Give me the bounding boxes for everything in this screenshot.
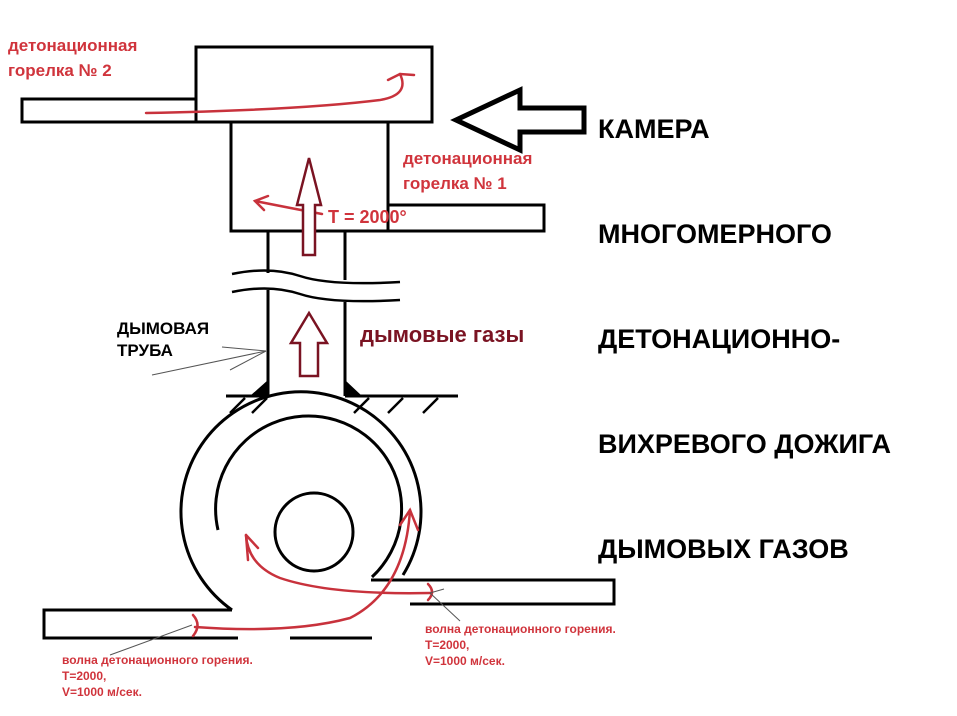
flow-upper-chamber-head — [386, 72, 416, 82]
wave-front-left — [191, 613, 199, 638]
flow-upper-wave-head — [244, 533, 260, 562]
flow-upper-chamber — [144, 72, 404, 115]
wave-label-right: волна детонационного горения. T=2000, V=… — [425, 622, 616, 668]
flow-lower-wave-head — [398, 507, 420, 532]
title-line: ВИХРЕВОГО ДОЖИГА — [598, 429, 892, 459]
upper-inlet-pipe — [371, 578, 616, 606]
title-line: ДЕТОНАЦИОННО- — [598, 324, 841, 354]
pointer-arrow — [450, 86, 587, 154]
weld-fillets — [250, 380, 362, 396]
flow-upper-wave — [244, 533, 432, 595]
flow-lower-wave — [193, 508, 412, 631]
title-line: КАМЕРА — [598, 114, 710, 144]
flow-middle-chamber-head — [252, 194, 270, 212]
lower-inlet-pipe — [42, 608, 372, 640]
wave-label-left: волна детонационного горения. T=2000, V=… — [62, 653, 253, 699]
temperature-label: T = 2000° — [328, 207, 407, 227]
gas-arrow-lower — [288, 310, 330, 378]
chimney-break-lines — [231, 269, 401, 303]
diagram-title: КАМЕРА МНОГОМЕРНОГО ДЕТОНАЦИОННО- ВИХРЕВ… — [598, 42, 891, 602]
gas-arrows — [288, 157, 330, 378]
leader-lines — [109, 346, 461, 656]
chimney-label: ДЫМОВАЯ ТРУБА — [117, 319, 210, 360]
vortex-scroll — [179, 390, 423, 612]
title-line: МНОГОМЕРНОГО — [598, 219, 832, 249]
burner2-label: детонационная горелка № 2 — [8, 36, 138, 80]
flue-gases-label: дымовые газы — [360, 322, 525, 347]
burner1-label: детонационная горелка № 1 — [403, 149, 533, 193]
burner1-pipe — [386, 203, 546, 233]
title-line: ДЫМОВЫХ ГАЗОВ — [598, 534, 849, 564]
gas-arrow-upper — [295, 157, 323, 257]
burner2-pipe — [20, 97, 198, 124]
ground-hatches — [229, 397, 439, 414]
